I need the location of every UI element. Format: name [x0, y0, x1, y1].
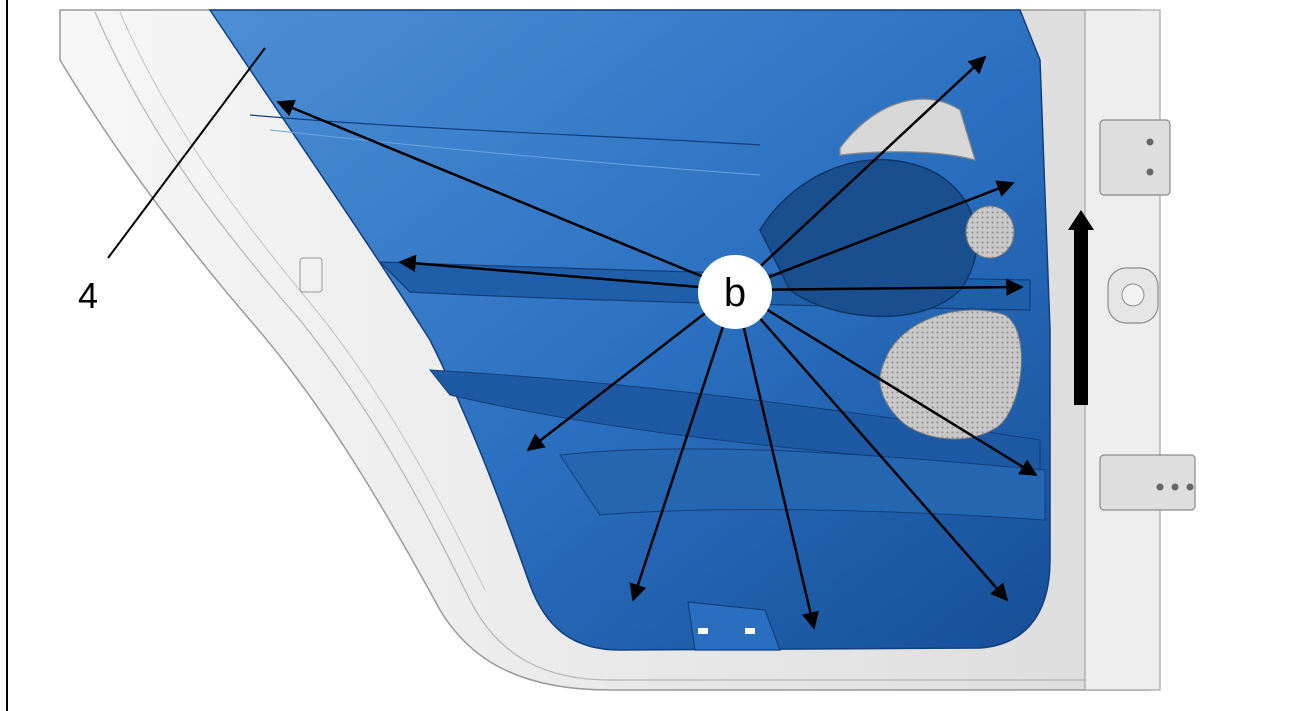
- fastener-arrow: [526, 289, 736, 452]
- door-edge: [1084, 9, 1161, 691]
- fastener-arrow: [276, 99, 736, 292]
- fastener-callout-label: b: [724, 271, 746, 315]
- lift-direction-arrow: [1068, 210, 1094, 405]
- fastener-arrow: [398, 254, 736, 292]
- fastener-arrow: [734, 180, 1015, 292]
- lower-hinge: [1099, 454, 1196, 511]
- panel-bottom-notch: [687, 601, 781, 651]
- fastener-arrows: [276, 55, 1038, 630]
- fastener-arrow: [733, 289, 819, 630]
- fastener-arrow: [734, 289, 1009, 602]
- upper-hinge: [1099, 119, 1171, 196]
- fastener-arrow: [734, 278, 1024, 296]
- frame-clip: [299, 257, 323, 293]
- speaker-grille: [879, 309, 1022, 440]
- part-leader-line: [107, 47, 266, 259]
- part-number-label: 4: [78, 275, 98, 316]
- door-latch: [1107, 267, 1159, 324]
- fastener-callout: b: [698, 255, 772, 329]
- fastener-arrow: [734, 55, 987, 291]
- tweeter-grille: [965, 205, 1015, 259]
- fastener-arrow: [734, 288, 1038, 477]
- fastener-arrow: [629, 289, 737, 602]
